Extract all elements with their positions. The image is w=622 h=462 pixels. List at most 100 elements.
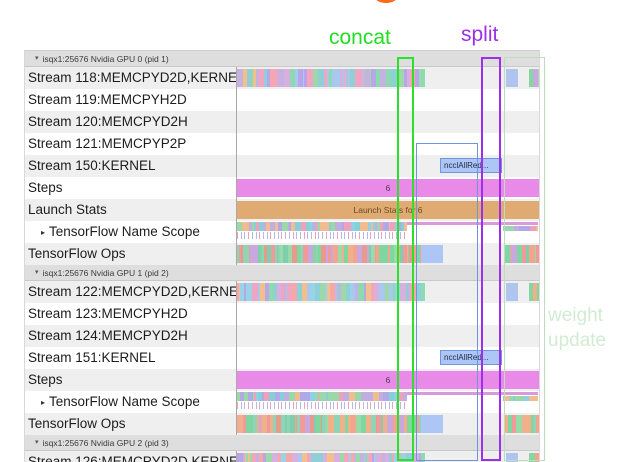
trace-event-block[interactable] <box>301 222 306 231</box>
trace-event-block[interactable] <box>285 402 287 409</box>
trace-event-block[interactable] <box>292 392 295 401</box>
trace-event-block[interactable] <box>344 453 349 462</box>
trace-event-block[interactable] <box>292 402 294 409</box>
trace-event-block[interactable] <box>523 226 528 231</box>
trace-event-block[interactable] <box>389 283 393 301</box>
trace-event-block[interactable] <box>404 69 407 87</box>
trace-event-block[interactable] <box>506 69 518 87</box>
timeline-track[interactable] <box>237 111 539 133</box>
trace-event-block[interactable] <box>354 222 355 231</box>
trace-event-block[interactable] <box>251 402 253 409</box>
timeline-row-label[interactable]: Stream 121:MEMCPYP2P <box>25 133 237 155</box>
trace-event-block[interactable] <box>259 453 263 462</box>
trace-event-block[interactable] <box>509 396 513 401</box>
trace-event-block[interactable] <box>248 453 250 462</box>
timeline-row-label[interactable]: Stream 126:MEMCPYD2D,KERNEL,MI <box>25 451 237 462</box>
trace-event-block[interactable] <box>322 415 326 433</box>
trace-event-block[interactable] <box>281 232 283 239</box>
trace-event-block[interactable] <box>421 245 443 263</box>
trace-event-block[interactable] <box>318 69 321 87</box>
trace-event-block[interactable] <box>318 232 320 239</box>
trace-event-block[interactable] <box>237 245 239 263</box>
trace-event-block[interactable] <box>355 392 361 401</box>
trace-event-block[interactable] <box>340 453 342 462</box>
trace-event-block[interactable] <box>266 222 270 231</box>
trace-event-block[interactable] <box>528 226 530 231</box>
trace-event-block[interactable] <box>406 453 407 462</box>
trace-event-block[interactable] <box>327 69 329 87</box>
trace-event-block[interactable] <box>340 232 342 239</box>
trace-event-block[interactable] <box>527 415 531 433</box>
trace-event-block[interactable] <box>393 415 399 433</box>
timeline-row-label[interactable]: Launch Stats <box>25 199 237 221</box>
trace-event-block[interactable] <box>302 283 307 301</box>
trace-event-block[interactable] <box>242 222 248 231</box>
trace-event-block[interactable] <box>241 245 243 263</box>
trace-event-block[interactable] <box>303 232 305 239</box>
trace-event-block[interactable] <box>287 283 292 301</box>
trace-event-block[interactable] <box>334 453 340 462</box>
trace-event-block[interactable] <box>366 232 368 239</box>
trace-event-block[interactable] <box>342 245 344 263</box>
trace-event-block[interactable] <box>342 453 344 462</box>
trace-event-block[interactable] <box>519 226 523 231</box>
trace-event-block[interactable] <box>310 283 315 301</box>
trace-event-block[interactable] <box>407 245 408 263</box>
trace-event-block[interactable] <box>243 69 247 87</box>
trace-event-block[interactable] <box>340 402 342 409</box>
trace-event-block[interactable] <box>252 283 254 301</box>
trace-event-block[interactable] <box>326 392 328 401</box>
timeline-track[interactable]: 6 <box>237 369 539 391</box>
trace-event-block[interactable] <box>278 245 280 263</box>
trace-event-block[interactable] <box>346 222 351 231</box>
trace-event-block[interactable] <box>291 222 295 231</box>
trace-event-block[interactable] <box>259 232 261 239</box>
trace-event-block[interactable] <box>328 415 334 433</box>
trace-event-block[interactable] <box>258 283 260 301</box>
trace-event-block[interactable] <box>377 232 379 239</box>
trace-event-block[interactable] <box>419 69 421 87</box>
trace-event-block[interactable] <box>321 415 322 433</box>
timeline-row[interactable]: Stream 120:MEMCPYD2H <box>25 111 539 133</box>
trace-event-block[interactable] <box>292 245 297 263</box>
trace-event-block[interactable] <box>357 245 362 263</box>
trace-event-block[interactable] <box>383 392 389 401</box>
trace-event-block[interactable] <box>266 402 268 409</box>
trace-event-block[interactable] <box>371 283 375 301</box>
trace-event-block[interactable] <box>369 245 371 263</box>
trace-event-block[interactable] <box>515 396 519 401</box>
trace-event-block[interactable] <box>307 415 310 433</box>
trace-event-block[interactable] <box>344 245 348 263</box>
trace-event-block[interactable] <box>277 232 279 239</box>
trace-event-block[interactable] <box>506 453 518 462</box>
timeline-row[interactable]: Stream 119:MEMCPYH2D <box>25 89 539 111</box>
trace-event-block[interactable] <box>349 453 351 462</box>
trace-event-block[interactable] <box>282 222 288 231</box>
trace-event-block[interactable] <box>392 453 394 462</box>
trace-event-block[interactable] <box>278 453 281 462</box>
trace-event-block[interactable] <box>371 453 372 462</box>
trace-event-block[interactable] <box>244 402 246 409</box>
trace-event-block[interactable] <box>524 396 529 401</box>
trace-event-block[interactable] <box>355 283 358 301</box>
trace-event-block[interactable] <box>267 245 271 263</box>
trace-event-block[interactable] <box>240 402 242 409</box>
timeline-track[interactable]: ncclAllRed... <box>237 155 539 177</box>
trace-event-block[interactable] <box>409 245 412 263</box>
launch-stats-bar[interactable]: Launch Stats for 6 <box>237 201 539 219</box>
trace-event-block[interactable] <box>366 69 370 87</box>
trace-event-block[interactable] <box>399 415 401 433</box>
trace-event-block[interactable] <box>296 232 298 239</box>
trace-event-block[interactable] <box>281 283 284 301</box>
trace-event-block[interactable] <box>388 232 390 239</box>
trace-event-block[interactable] <box>295 222 301 231</box>
trace-event-block[interactable] <box>307 69 313 87</box>
trace-event-block[interactable] <box>350 69 355 87</box>
trace-event-block[interactable] <box>246 283 252 301</box>
trace-event-block[interactable] <box>351 453 354 462</box>
trace-event-block[interactable] <box>404 415 407 433</box>
trace-event-block[interactable] <box>328 245 331 263</box>
trace-event-block[interactable] <box>237 415 243 433</box>
trace-event-block[interactable] <box>370 402 372 409</box>
trace-event-block[interactable] <box>359 402 361 409</box>
